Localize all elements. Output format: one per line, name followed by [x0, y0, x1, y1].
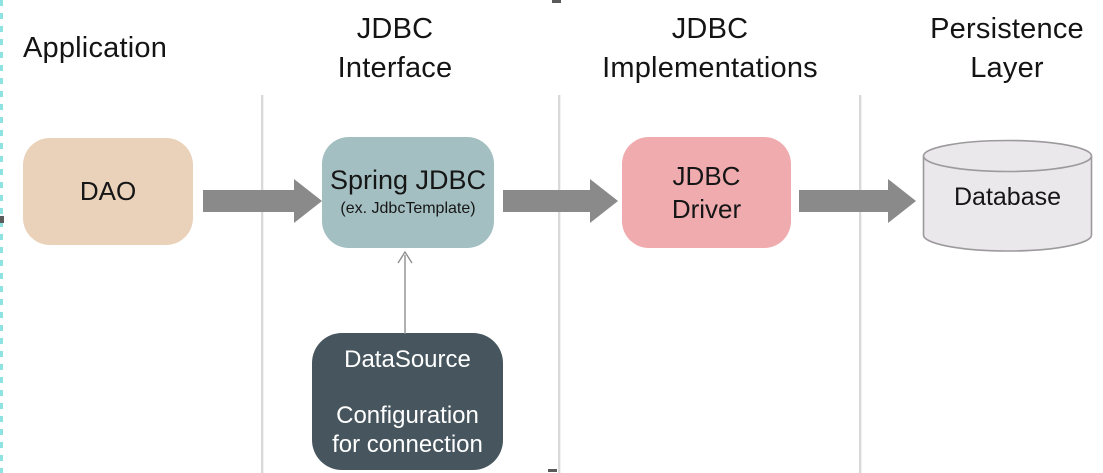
column-header-jdbc-interface: JDBC Interface [337, 13, 453, 84]
arrow-head [888, 179, 916, 223]
column-header-application: Application [22, 32, 168, 64]
datasource-sublabel: Configuration for connection [332, 402, 483, 458]
dao-label: DAO [79, 176, 137, 206]
datasource-label: DataSource [344, 346, 471, 373]
arrow-driver-to-database [799, 179, 917, 223]
arrow-spring-jdbc-to-driver [503, 179, 619, 223]
dao-node: DAO [23, 138, 193, 245]
arrow-dao-to-spring-jdbc [203, 179, 322, 223]
arrow-shaft [203, 190, 294, 212]
column-header-jdbc-implementations: JDBC Implementations [602, 13, 818, 84]
arrow-shaft [799, 190, 888, 212]
spring-jdbc-label: Spring JDBC [329, 165, 487, 195]
spring-jdbc-node: Spring JDBC (ex. JdbcTemplate) [322, 137, 494, 248]
spring-jdbc-sublabel: (ex. JdbcTemplate) [340, 200, 476, 217]
column-divider-3 [859, 95, 861, 473]
arrow-datasource-to-spring-jdbc [397, 250, 413, 334]
selection-handle-top [552, 0, 561, 3]
database-cylinder-icon [922, 139, 1093, 252]
column-header-persistence-layer: Persistence Layer [930, 13, 1084, 84]
arrow-head [294, 179, 322, 223]
selection-handle-left [0, 216, 4, 223]
arrow-shaft [503, 190, 590, 212]
jdbc-driver-label: JDBC Driver [671, 160, 742, 224]
column-divider-2 [558, 95, 560, 473]
column-divider-1 [261, 95, 263, 473]
database-label: Database [953, 183, 1062, 211]
jdbc-driver-node: JDBC Driver [622, 137, 791, 248]
selection-dashed-edge [0, 0, 3, 473]
database-node: Database [922, 139, 1093, 253]
selection-handle-bottom [548, 469, 557, 472]
arrow-head [590, 179, 618, 223]
datasource-node: DataSource Configuration for connection [312, 333, 503, 470]
